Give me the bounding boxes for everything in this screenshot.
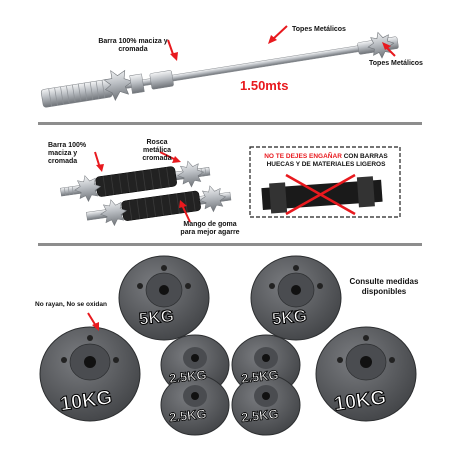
barbell	[40, 31, 399, 108]
dumbbell-grip-label: Mango de goma para mejor agarre	[180, 221, 240, 236]
barbell-right-collar	[367, 31, 395, 59]
plate-2-5kg-d	[231, 374, 301, 436]
bar-stops-right-label: Topes Metálicos	[369, 60, 423, 67]
bar-solid-label: Barra 100% maciza y cromada	[98, 38, 168, 53]
plates-consult-label: Consulte medidas disponibles	[349, 277, 419, 296]
plate-10kg-right	[315, 326, 417, 422]
plates-arrow	[87, 312, 99, 331]
plate-5kg-left	[118, 255, 210, 341]
dumbbell-arrows	[94, 151, 191, 223]
dumbbell-bar-2	[86, 185, 232, 227]
warning-highlight: NO TE DEJES ENGAÑAR	[264, 153, 342, 160]
plate-2-5kg-c	[160, 374, 230, 436]
plate-5kg-left-label: 5KG	[138, 306, 176, 330]
plates-scratch-label: No rayan, No se oxidan	[35, 301, 107, 308]
cross-icon	[285, 173, 356, 216]
divider-bottom	[38, 243, 422, 246]
dumbbell-bar-1	[60, 160, 211, 202]
plate-10kg-left	[39, 326, 141, 422]
dumbbell-thread-label: Rosca metálica cromada	[142, 139, 172, 162]
divider-top	[38, 122, 422, 125]
plate-5kg-right-label: 5KG	[271, 306, 309, 330]
bar-stops-top-label: Topes Metálicos	[292, 26, 346, 33]
warning-rest: CON BARRAS HUECAS Y DE MATERIALES LIGERO…	[266, 153, 388, 168]
bar-arrows	[167, 25, 396, 61]
warning-text: NO TE DEJES ENGAÑAR CON BARRAS HUECAS Y …	[255, 153, 397, 169]
barbell-left-collar	[103, 69, 134, 102]
bar-length-label: 1.50mts	[240, 78, 289, 93]
dumbbell-solid-label: Barra 100% maciza y cromada	[48, 142, 87, 165]
plate-5kg-right	[250, 255, 342, 341]
